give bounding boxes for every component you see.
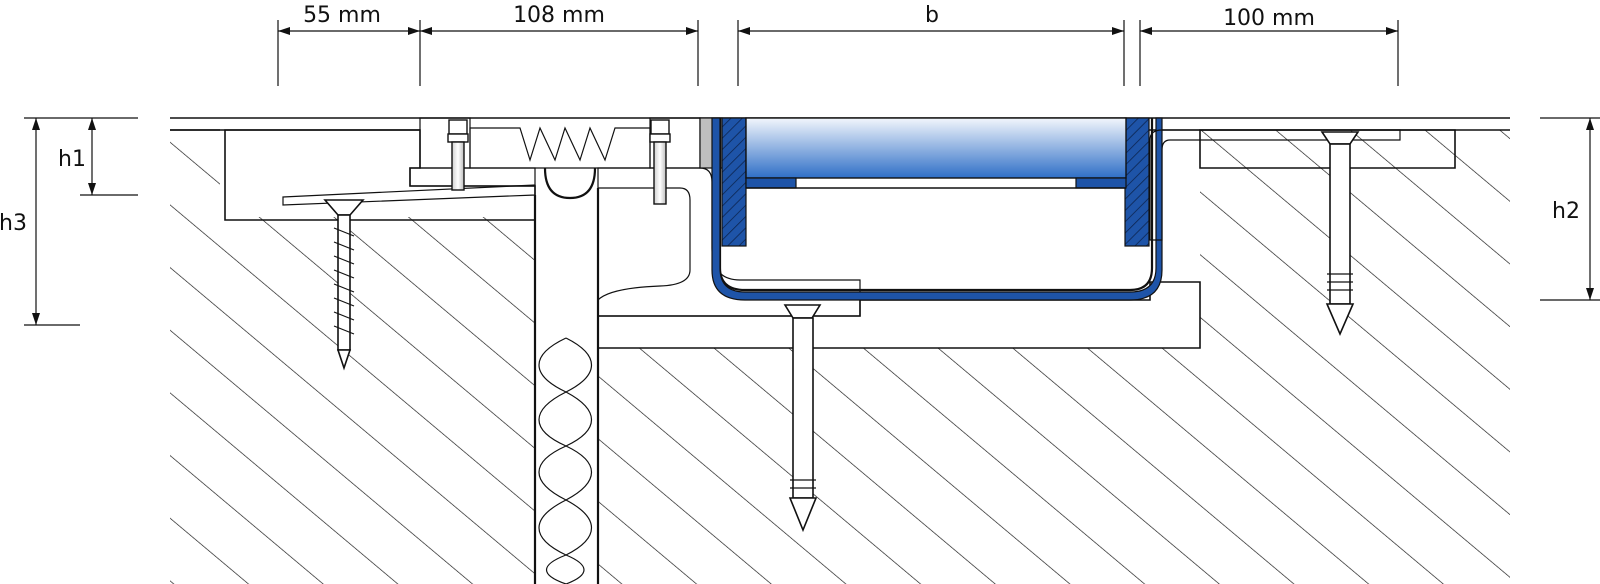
right-clamp-profile bbox=[1149, 129, 1401, 241]
dim-label-b: b bbox=[925, 3, 939, 28]
joint-filler-insulation bbox=[533, 188, 600, 584]
dimension-lines-left bbox=[24, 117, 138, 326]
seal-clamp-bolt-left bbox=[447, 119, 469, 191]
dim-label-100mm: 100 mm bbox=[1223, 6, 1315, 31]
seal-clamp-bolt-right bbox=[649, 119, 671, 205]
dim-label-h3: h3 bbox=[0, 211, 27, 236]
slotted-grate bbox=[745, 117, 1127, 189]
left-concrete-screw bbox=[323, 199, 365, 371]
dimension-lines-top bbox=[277, 20, 1399, 86]
mortar-bed-left bbox=[224, 129, 536, 221]
dim-label-55mm: 55 mm bbox=[303, 3, 381, 28]
concrete-substrate-right bbox=[598, 130, 1510, 584]
dim-label-h2: h2 bbox=[1552, 199, 1580, 224]
dimension-lines-right bbox=[1540, 117, 1600, 301]
right-expansion-anchor bbox=[1320, 131, 1360, 337]
left-base-plate bbox=[282, 184, 536, 206]
dim-label-108mm: 108 mm bbox=[513, 3, 605, 28]
dim-label-h1: h1 bbox=[58, 147, 86, 172]
left-profile-lip bbox=[409, 167, 536, 187]
center-expansion-anchor bbox=[783, 304, 822, 533]
drainage-channel bbox=[711, 117, 1163, 301]
